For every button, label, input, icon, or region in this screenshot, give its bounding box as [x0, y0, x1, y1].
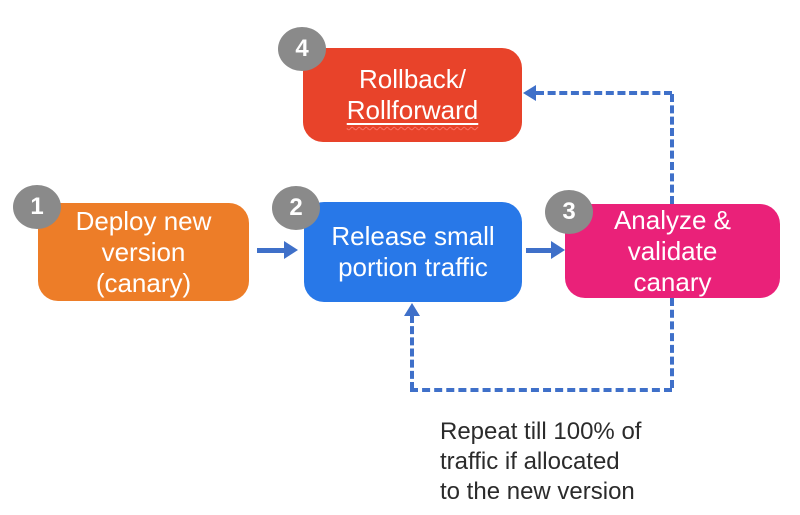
step-label-line: validate [627, 235, 718, 266]
caption-line: traffic if allocated [440, 448, 620, 475]
arrow-right-icon [284, 241, 298, 259]
arrow-right-icon [551, 241, 565, 259]
step-label-line: Deploy new [75, 205, 212, 236]
step-label-line: Rollback/ [359, 64, 466, 94]
arrow-left-icon [523, 85, 536, 101]
caption-line: Repeat till 100% of [440, 418, 642, 445]
step-label-line: canary [633, 266, 712, 297]
arrow-up-icon [404, 303, 420, 316]
step-badge-3: 3 [545, 190, 593, 234]
step-number: 4 [295, 35, 309, 62]
step-label-line: Analyze & [613, 204, 732, 235]
dashed-line-vertical [670, 94, 674, 204]
step-label-line: version [101, 236, 186, 267]
repeat-caption: Repeat till 100% of traffic if allocated… [440, 417, 730, 507]
step-box-rollback-rollforward: Rollback/ Rollforward [303, 48, 522, 142]
dashed-line-horizontal [536, 91, 672, 95]
step-number: 2 [289, 194, 303, 221]
step-label-line: (canary) [95, 267, 192, 298]
caption-line: to the new version [440, 478, 635, 505]
step-box-analyze-validate: Analyze & validate canary [565, 204, 780, 298]
arrow-shaft [257, 248, 284, 253]
step-box-release-traffic: Release small portion traffic [304, 202, 522, 302]
dashed-line-vertical [670, 298, 674, 388]
step-number: 3 [562, 198, 576, 225]
step-number: 1 [30, 193, 44, 220]
dashed-line-vertical [410, 315, 414, 390]
step-label-line-underlined: Rollforward [346, 95, 479, 125]
step-badge-4: 4 [278, 27, 326, 71]
arrow-shaft [526, 248, 551, 253]
step-label-line: Release small [331, 221, 495, 251]
step-box-deploy-new-version: Deploy new version (canary) [38, 203, 249, 301]
dashed-line-horizontal [410, 388, 672, 392]
step-badge-2: 2 [272, 186, 320, 230]
step-label-line: portion traffic [338, 252, 488, 282]
step-badge-1: 1 [13, 185, 61, 229]
